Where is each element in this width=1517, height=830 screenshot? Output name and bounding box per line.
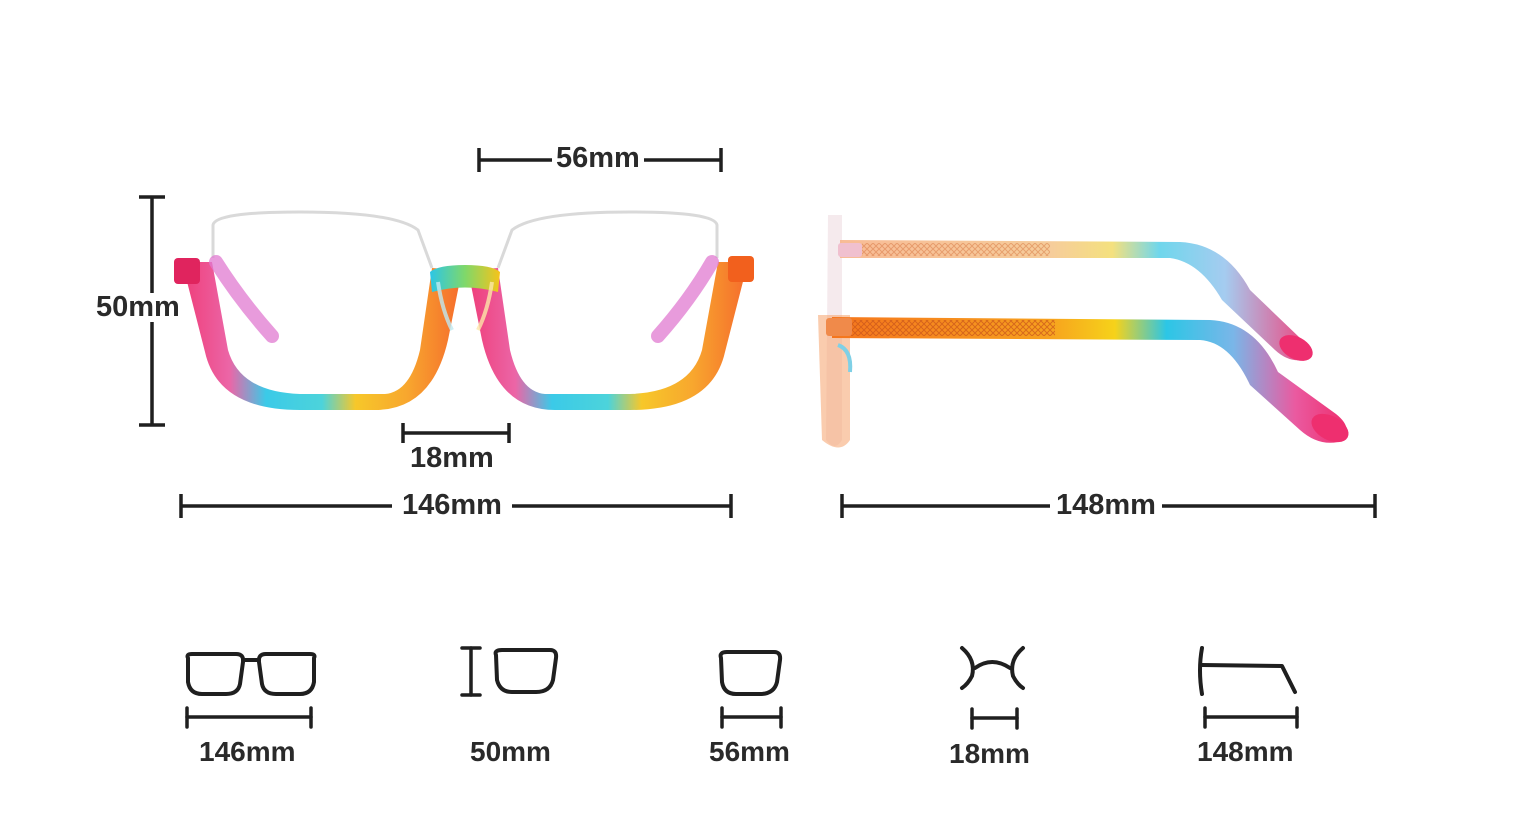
side-nose-pad xyxy=(837,343,853,373)
lens-height-label: 50mm xyxy=(92,293,184,322)
left-top-rim xyxy=(211,210,434,269)
side-view-glasses xyxy=(818,215,1349,448)
right-end-piece xyxy=(728,256,754,282)
left-end-piece xyxy=(174,258,200,284)
bridge-width-icon xyxy=(960,646,1025,730)
icon-label-lens-height: 50mm xyxy=(466,738,555,766)
left-temple-inner xyxy=(209,255,279,343)
lens-height-icon xyxy=(460,646,559,697)
nose-pad-right xyxy=(476,281,494,331)
right-temple-inner xyxy=(651,255,719,343)
nose-pad-left xyxy=(436,281,454,331)
bridge xyxy=(430,265,500,292)
lower-temple-knurl xyxy=(850,320,1055,336)
front-view-glasses xyxy=(174,210,754,410)
lens-width-label: 56mm xyxy=(552,144,644,173)
icon-label-frame-width: 146mm xyxy=(195,738,300,766)
upper-temple-tip xyxy=(1279,335,1313,361)
frame-width-label: 146mm xyxy=(392,491,512,520)
lens-width-icon xyxy=(718,650,783,729)
icon-row xyxy=(185,646,1299,730)
lower-temple-tip xyxy=(1311,413,1349,443)
temple-length-icon xyxy=(1198,646,1299,729)
icon-label-lens-width: 56mm xyxy=(705,738,794,766)
temple-length-label: 148mm xyxy=(1050,491,1162,520)
bridge-width-label: 18mm xyxy=(406,444,498,473)
icon-label-temple-length: 148mm xyxy=(1193,738,1298,766)
frame-width-icon xyxy=(185,652,317,729)
icon-label-bridge-width: 18mm xyxy=(945,740,1034,768)
lower-hinge xyxy=(826,318,852,336)
upper-hinge xyxy=(838,243,862,257)
right-top-rim xyxy=(496,210,719,269)
upper-temple-knurl xyxy=(862,243,1050,256)
